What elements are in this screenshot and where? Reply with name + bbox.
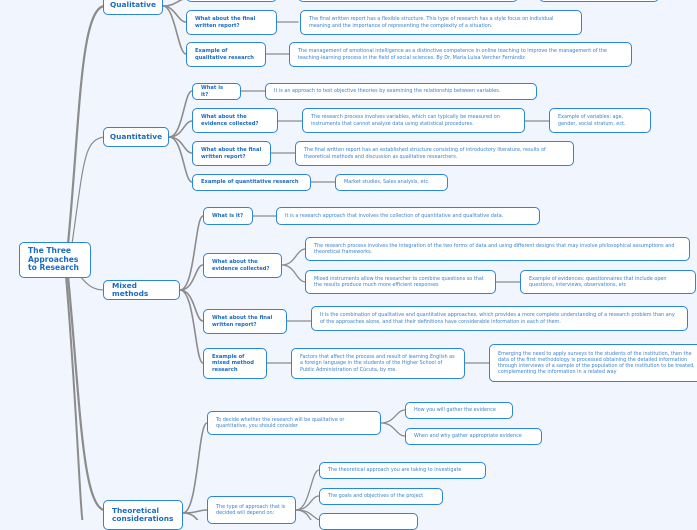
- mixed-evidence-text2-node[interactable]: Mixed instruments allow the researcher t…: [305, 270, 496, 294]
- theoretical-decide-label: To decide whether the research will be q…: [216, 416, 345, 429]
- mixed-example-detail: Emerging the need to apply surveys to th…: [498, 350, 695, 376]
- qualitative-example-text: The management of emotional intelligence…: [298, 48, 608, 61]
- quantitative-node[interactable]: Quantitative: [103, 127, 169, 147]
- mixed-evidence-example: Example of evidences: questionnaires tha…: [529, 275, 667, 288]
- quantitative-example-text: Market studies, Sales analysis, etc.: [344, 179, 430, 186]
- quantitative-example-text-node[interactable]: Market studies, Sales analysis, etc.: [335, 174, 448, 191]
- root-node[interactable]: The Three Approaches to Research: [19, 242, 91, 278]
- qualitative-final-report-node[interactable]: What about the final written report?: [186, 10, 277, 35]
- mixed-final-report-node[interactable]: What about the final written report?: [203, 309, 287, 334]
- theoretical-depends-item-1-text: The theoretical approach you are taking …: [328, 467, 462, 474]
- root-label: The Three Approaches to Research: [28, 246, 79, 273]
- mixed-evidence-text2: Mixed instruments allow the researcher t…: [314, 275, 484, 288]
- mixed-evidence-example-node[interactable]: Example of evidences: questionnaires tha…: [520, 270, 696, 294]
- quantitative-evidence-text: The research process involves variables,…: [311, 114, 500, 127]
- quantitative-evidence-label: What about the evidence collected?: [201, 114, 259, 127]
- theoretical-decide-item-1[interactable]: How you will gather the evidence: [405, 402, 513, 419]
- mixed-what-node[interactable]: What is it?: [203, 207, 253, 225]
- theoretical-depends-item-3[interactable]: [319, 513, 418, 530]
- quantitative-evidence-example-node[interactable]: Example of variables: age, gender, socia…: [549, 108, 651, 133]
- qualitative-example-text-node[interactable]: The management of emotional intelligence…: [289, 42, 632, 67]
- qualitative-label: Qualitative: [110, 0, 157, 9]
- theoretical-depends-node[interactable]: The type of approach that is decided wil…: [207, 496, 296, 524]
- quantitative-evidence-example: Example of variables: age, gender, socia…: [558, 114, 626, 127]
- mixed-example-text-node[interactable]: Factors that affect the process and resu…: [291, 348, 465, 379]
- quantitative-example-label: Example of quantitative research: [201, 179, 299, 186]
- quantitative-what-text: It is an approach to test objective theo…: [274, 88, 501, 95]
- mixed-what-text: It is a research approach that involves …: [285, 212, 504, 219]
- theoretical-decide-node[interactable]: To decide whether the research will be q…: [207, 411, 381, 435]
- mixed-what-text-node[interactable]: It is a research approach that involves …: [276, 207, 540, 225]
- quantitative-label: Quantitative: [109, 132, 163, 141]
- mixed-what-label: What is it?: [212, 212, 244, 219]
- mixed-example-label: Example of mixed method research: [212, 354, 254, 373]
- quantitative-final-report-text: The final written report has an establis…: [304, 147, 546, 160]
- qualitative-evidence-node[interactable]: [186, 0, 277, 2]
- mixed-evidence-node[interactable]: What about the evidence collected?: [203, 253, 282, 278]
- quantitative-what-node[interactable]: What is it?: [192, 83, 241, 100]
- mixed-example-text: Factors that affect the process and resu…: [300, 354, 455, 373]
- mixed-final-report-text-node[interactable]: It is the combination of qualitative and…: [311, 306, 688, 331]
- quantitative-what-text-node[interactable]: It is an approach to test objective theo…: [265, 83, 537, 100]
- mixed-example-node[interactable]: Example of mixed method research: [203, 348, 267, 379]
- qualitative-example-label: Example of qualitative research: [195, 48, 254, 61]
- theoretical-depends-item-2[interactable]: The goals and objectives of the project: [319, 488, 443, 505]
- quantitative-final-report-label: What about the final written report?: [201, 147, 262, 160]
- mixed-methods-label: Mixed methods: [112, 281, 149, 298]
- theoretical-depends-item-2-text: The goals and objectives of the project: [328, 493, 424, 500]
- mixed-final-report-text: It is the combination of qualitative and…: [320, 312, 675, 325]
- qualitative-final-report-label: What about the final written report?: [195, 16, 256, 29]
- mixed-example-detail-node[interactable]: Emerging the need to apply surveys to th…: [489, 344, 697, 382]
- theoretical-node[interactable]: Theoretical considerations: [103, 500, 183, 530]
- qualitative-final-report-text: The final written report has a flexible …: [309, 16, 554, 29]
- theoretical-depends-item-1[interactable]: The theoretical approach you are taking …: [319, 462, 486, 479]
- mixed-evidence-text1-node[interactable]: The research process involves the integr…: [305, 237, 690, 261]
- qualitative-evidence-text-node[interactable]: [298, 0, 518, 2]
- quantitative-example-node[interactable]: Example of quantitative research: [192, 174, 311, 191]
- theoretical-decide-item-1-text: How you will gather the evidence: [414, 407, 496, 414]
- theoretical-depends-label: The type of approach that is decided wil…: [216, 504, 286, 517]
- mixed-evidence-text1: The research process involves the integr…: [314, 242, 675, 255]
- quantitative-final-report-text-node[interactable]: The final written report has an establis…: [295, 141, 574, 166]
- quantitative-what-label: What is it?: [201, 85, 224, 98]
- qualitative-evidence-example-node[interactable]: [539, 0, 659, 2]
- theoretical-decide-item-2[interactable]: When and why gather appropriate evidence: [405, 428, 542, 445]
- quantitative-evidence-text-node[interactable]: The research process involves variables,…: [302, 108, 525, 133]
- qualitative-node[interactable]: Qualitative: [103, 0, 163, 15]
- qualitative-example-node[interactable]: Example of qualitative research: [186, 42, 266, 67]
- mixed-final-report-label: What about the final written report?: [212, 315, 273, 328]
- mixed-evidence-label: What about the evidence collected?: [212, 259, 270, 272]
- qualitative-final-report-text-node[interactable]: The final written report has a flexible …: [300, 10, 582, 35]
- quantitative-evidence-node[interactable]: What about the evidence collected?: [192, 108, 278, 133]
- theoretical-decide-item-2-text: When and why gather appropriate evidence: [414, 433, 522, 440]
- theoretical-label: Theoretical considerations: [112, 506, 174, 523]
- quantitative-final-report-node[interactable]: What about the final written report?: [192, 141, 271, 166]
- mixed-methods-node[interactable]: Mixed methods: [103, 280, 180, 300]
